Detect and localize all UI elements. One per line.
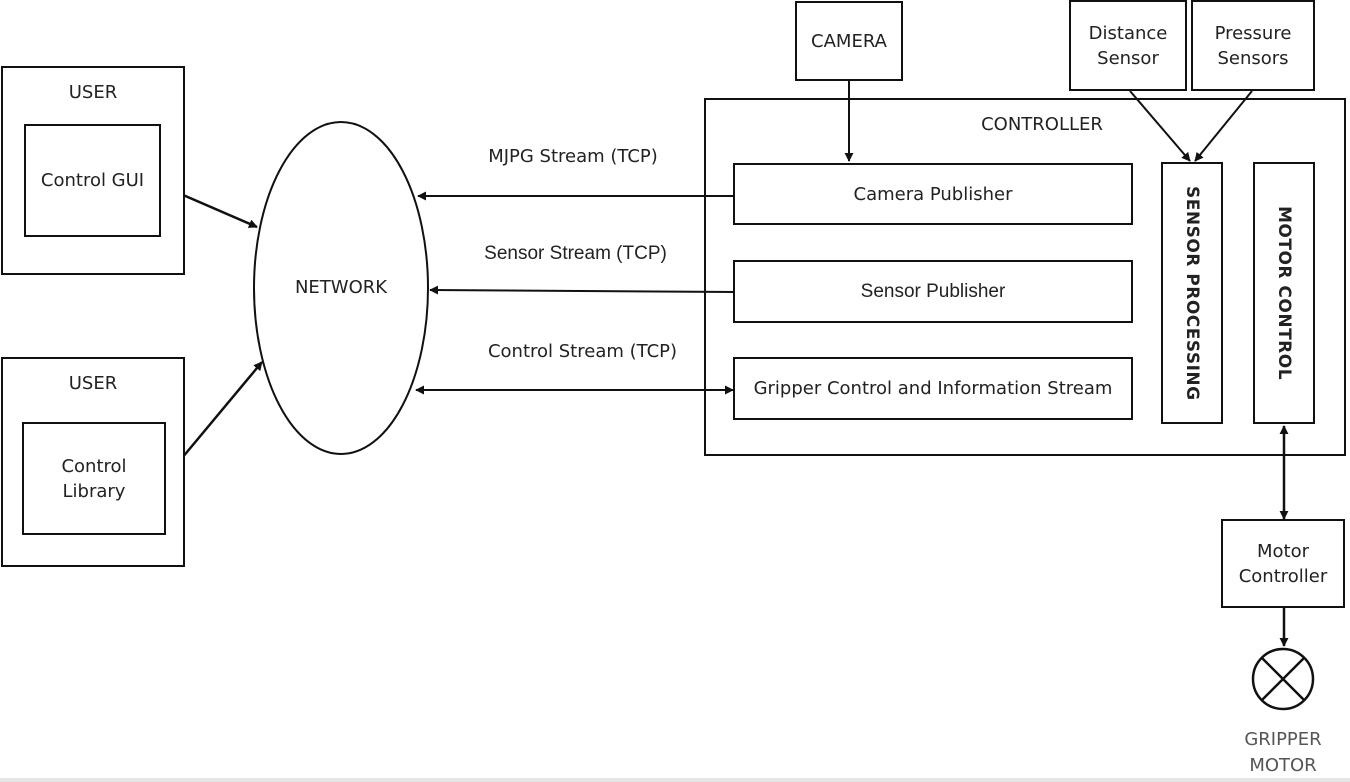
- sensor-publisher-label: Sensor Publisher: [860, 281, 1006, 302]
- gripper-stream-label: Gripper Control and Information Stream: [753, 378, 1113, 399]
- sensor-processing-box: SENSOR PROCESSING: [1161, 162, 1223, 424]
- network-label: NETWORK: [294, 277, 388, 298]
- control-gui-label: Control GUI: [40, 170, 145, 191]
- user-top-title: USER: [68, 82, 118, 103]
- arrow-pressure-to-processing: [1194, 90, 1253, 162]
- network-ellipse: [253, 121, 429, 455]
- gripper-motor-symbol: [1251, 647, 1315, 711]
- motor-controller-line2: Controller: [1238, 565, 1328, 587]
- mjpg-stream-label: MJPG Stream (TCP): [488, 146, 658, 167]
- arrow-distance-to-processing: [1129, 90, 1191, 162]
- control-library-line1: Control: [61, 455, 127, 477]
- gripper-motor-line2: MOTOR: [1249, 755, 1317, 776]
- user-bottom-title: USER: [68, 373, 118, 394]
- arrow-sensor-publisher-to-network: [429, 285, 736, 295]
- motor-control-label: MOTOR CONTROL: [1274, 205, 1294, 381]
- camera-box: CAMERA: [795, 1, 903, 81]
- control-gui-box: Control GUI: [24, 124, 161, 237]
- motor-controller-box: Motor Controller: [1221, 519, 1345, 608]
- gripper-motor-line1: GRIPPER: [1244, 729, 1322, 750]
- motor-control-box: MOTOR CONTROL: [1253, 162, 1315, 424]
- control-stream-label: Control Stream (TCP): [487, 341, 678, 362]
- pressure-sensors-box: Pressure Sensors: [1191, 0, 1315, 91]
- camera-publisher-label: Camera Publisher: [853, 183, 1013, 205]
- distance-sensor-line1: Distance: [1088, 22, 1168, 44]
- sensor-processing-label: SENSOR PROCESSING: [1182, 185, 1202, 401]
- sensor-publisher-box: Sensor Publisher: [733, 260, 1133, 323]
- camera-publisher-box: Camera Publisher: [733, 163, 1133, 225]
- controller-box: [704, 98, 1346, 456]
- control-library-box: Control Library: [22, 422, 166, 535]
- pressure-sensors-line2: Sensors: [1217, 47, 1289, 69]
- distance-sensor-box: Distance Sensor: [1069, 0, 1187, 91]
- controller-title: CONTROLLER: [981, 114, 1103, 135]
- control-library-line2: Library: [62, 480, 126, 502]
- gripper-stream-box: Gripper Control and Information Stream: [733, 357, 1133, 420]
- motor-controller-line1: Motor: [1256, 540, 1309, 562]
- pressure-sensors-line1: Pressure: [1214, 22, 1292, 44]
- camera-label: CAMERA: [811, 30, 887, 52]
- sensor-stream-label: Sensor Stream (TCP): [484, 243, 667, 264]
- distance-sensor-line2: Sensor: [1097, 47, 1159, 69]
- bottom-edge: [0, 778, 1350, 782]
